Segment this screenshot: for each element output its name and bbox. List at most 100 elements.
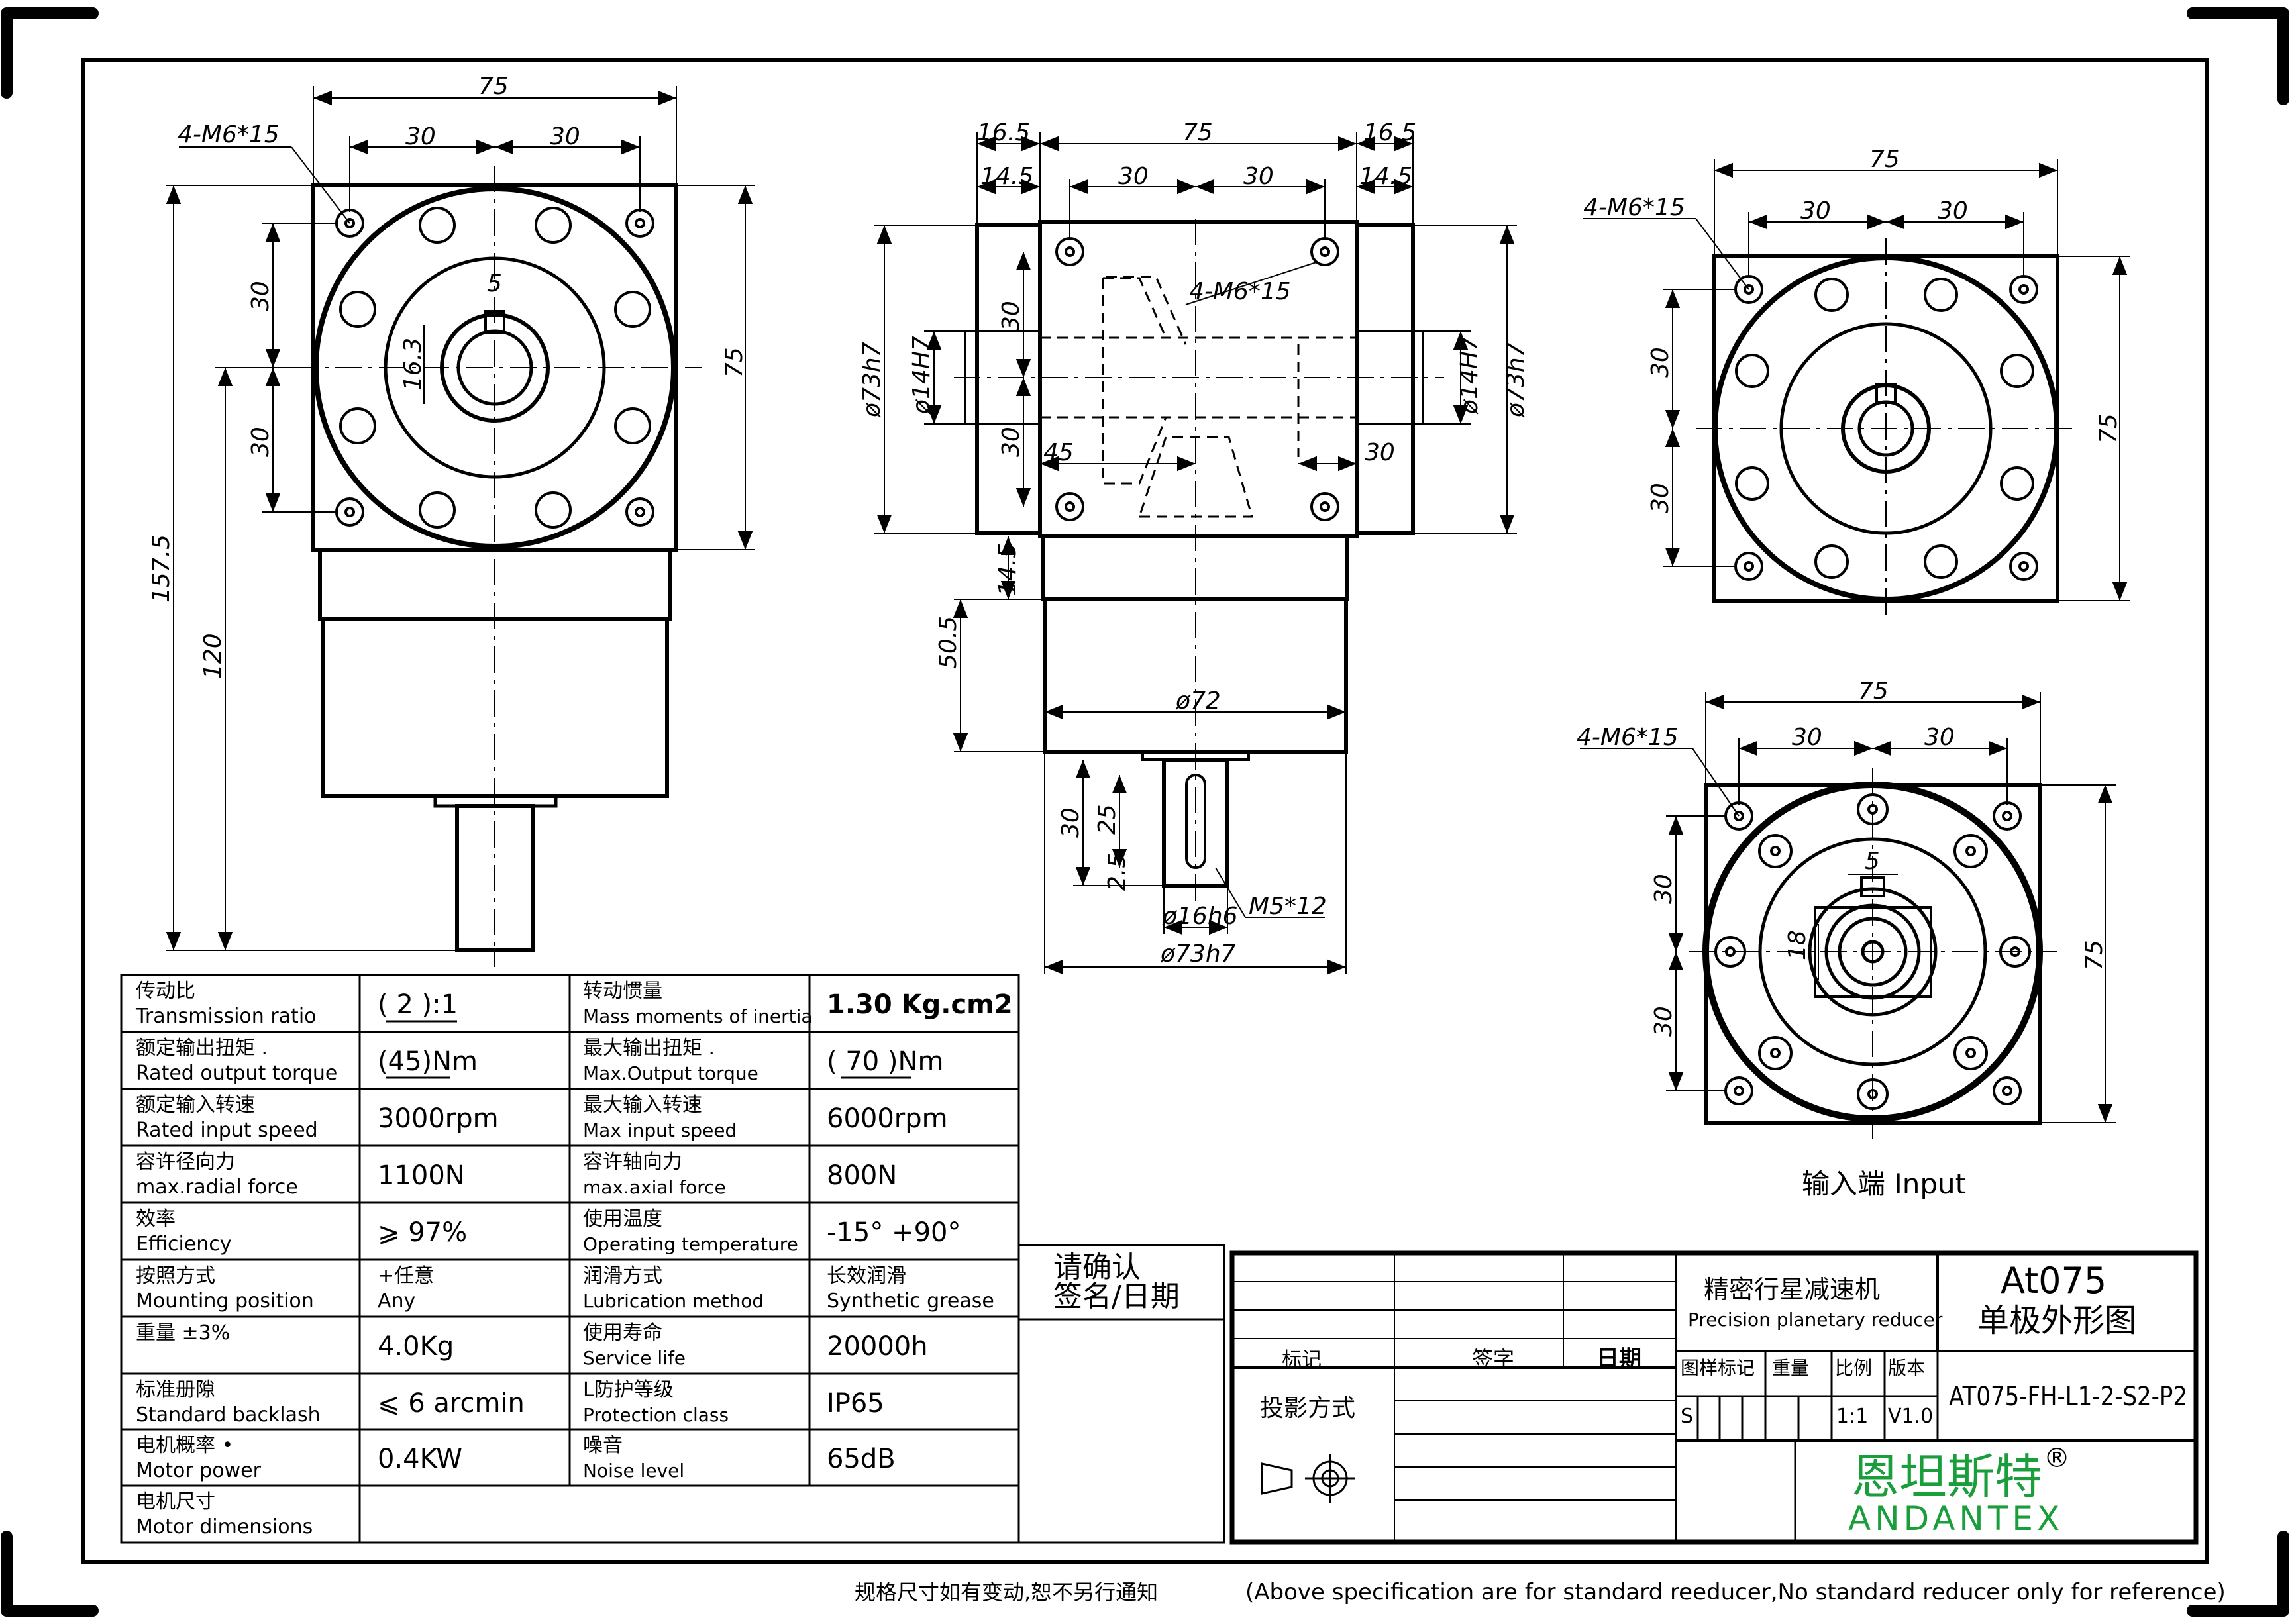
spec-cn-left: 额定输入转速 — [136, 1093, 255, 1117]
tb-col-date: 日期 — [1596, 1346, 1641, 1372]
projection-symbol — [1261, 1454, 1355, 1503]
center-view — [874, 132, 1517, 975]
dim-rb-bolt-r: 30 — [1924, 724, 1955, 751]
spec-en-right: Lubrication method — [583, 1290, 764, 1312]
dim-left-key-depth: 16.3 — [399, 338, 427, 391]
dim-left-key-width: 5 — [487, 270, 502, 297]
frame-corners — [1, 7, 2289, 1617]
spec-en-right: Max.Output torque — [583, 1062, 758, 1084]
dim-center-shaft25b: 2.5 — [1104, 853, 1131, 891]
dim-center-h45: 45 — [1043, 439, 1074, 466]
dim-left-bolt-r: 30 — [550, 123, 580, 150]
dim-center-dia-right: ø73h7 — [1502, 342, 1530, 418]
dim-center-flange-dia: ø73h7 — [1160, 940, 1236, 968]
confirm-line2: 签名/日期 — [1053, 1280, 1180, 1313]
right-bottom-view — [1580, 692, 2116, 1139]
spec-cn-left: 效率 — [136, 1207, 176, 1231]
tb-h-scale: 比例 — [1835, 1357, 1872, 1379]
dim-left-vert-top: 30 — [247, 281, 274, 311]
spec-cn-right: 使用寿命 — [583, 1321, 662, 1345]
dim-left-bolt-label: 4-M6*15 — [178, 121, 280, 148]
dim-rb-v30-bot: 30 — [1650, 1006, 1677, 1037]
spec-en-left: Motor dimensions — [136, 1515, 313, 1539]
spec-value-right: -15° +90° — [827, 1217, 961, 1248]
spec-cn-right: L防护等级 — [583, 1378, 674, 1401]
dim-rt-v30-top: 30 — [1647, 347, 1674, 378]
dim-center-shaft30: 30 — [1057, 807, 1084, 838]
caption-input: 输入端 Input — [1802, 1168, 1966, 1200]
spec-en-left: Standard backlash — [136, 1403, 321, 1427]
tb-brand-cn: 恩坦斯特 — [1851, 1449, 2042, 1505]
spec-value-left: 0.4KW — [378, 1444, 462, 1474]
dim-center-sub-r: 14.5 — [1359, 163, 1412, 190]
tb-product-cn: 精密行星减速机 — [1704, 1275, 1880, 1304]
dim-center-thread: M5*12 — [1249, 893, 1327, 920]
footer-cn: 规格尺寸如有变动,恕不另行通知 — [855, 1580, 1158, 1605]
spec-cn-left: 按照方式 — [136, 1264, 215, 1288]
spec-cn-left: 标准册隙 — [136, 1378, 215, 1401]
tb-version-val: V1.0 — [1888, 1405, 1933, 1428]
spec-cn-right: 使用温度 — [583, 1207, 662, 1231]
dim-rb-v30-top: 30 — [1650, 874, 1677, 904]
spec-cn-left: 传动比 — [136, 980, 195, 1003]
dim-center-body-dia: ø72 — [1175, 687, 1221, 715]
dim-center-h30: 30 — [1365, 439, 1395, 466]
right-top-view — [1583, 159, 2130, 619]
spec-value-right: 65dB — [827, 1444, 896, 1474]
confirm-box: 请确认 签名/日期 — [1017, 1244, 1225, 1544]
spec-value-right: 20000h — [827, 1331, 928, 1362]
dim-rt-v30-bot: 30 — [1647, 483, 1674, 513]
tb-col-sign: 签字 — [1472, 1346, 1514, 1372]
dim-rb-bolt-label: 4-M6*15 — [1577, 724, 1679, 751]
spec-en-right: max.axial force — [583, 1176, 726, 1198]
dim-rb-bolt-l: 30 — [1792, 724, 1822, 751]
spec-cn-left: 容许径向力 — [136, 1150, 235, 1174]
dim-rb-width: 75 — [1858, 678, 1889, 705]
dim-center-bolt-l: 30 — [1118, 163, 1149, 190]
tb-view-name: 单极外形图 — [1977, 1302, 2136, 1339]
spec-cn-left: 电机概率 • — [136, 1434, 233, 1457]
dim-center-ext-l: 16.5 — [977, 119, 1030, 146]
spec-en-left: Mounting position — [136, 1290, 314, 1313]
dim-center-ext-r: 16.5 — [1363, 119, 1416, 146]
spec-value-right: 800N — [827, 1160, 897, 1191]
footer-note: 规格尺寸如有变动,恕不另行通知 (Above specification are… — [855, 1579, 2226, 1605]
spec-cn-left: 重量 ±3% — [136, 1321, 230, 1345]
spec-cn-left: 电机尺寸 — [136, 1490, 215, 1513]
dim-center-shaft25: 25 — [1094, 804, 1121, 835]
spec-en-right: Max input speed — [583, 1119, 737, 1141]
drawing-border — [81, 58, 2209, 1564]
dim-rb-height: 75 — [2081, 940, 2108, 970]
spec-value-right: 1.30 Kg.cm2 — [827, 990, 1013, 1020]
title-block — [1229, 1250, 2199, 1545]
tb-mark-val: S — [1681, 1405, 1693, 1428]
spec-value-left: (45)Nm — [378, 1046, 478, 1077]
left-view-dims: 75 30 30 4-M6*15 75 30 30 157.5 120 5 16… — [148, 73, 748, 679]
dim-left-bolt-l: 30 — [405, 123, 436, 150]
spec-en-right: Noise level — [583, 1460, 684, 1482]
dim-center-sub-l: 14.5 — [980, 163, 1033, 190]
spec-en-left: max.radial force — [136, 1176, 298, 1199]
spec-value-left: 1100N — [378, 1160, 465, 1191]
dim-center-dia-left: ø73h7 — [859, 342, 886, 418]
tb-h-mark: 图样标记 — [1681, 1357, 1755, 1379]
spec-en-right: Service life — [583, 1347, 686, 1369]
spec-cn-right: 容许轴向力 — [583, 1150, 682, 1174]
dim-rt-height: 75 — [2095, 413, 2122, 444]
spec-value-left: ⩽ 6 arcmin — [378, 1388, 525, 1419]
spec-en-left: Efficiency — [136, 1233, 232, 1256]
spec-en-left: Rated input speed — [136, 1119, 318, 1142]
dim-rt-bolt-r: 30 — [1938, 197, 1968, 225]
confirm-line1: 请确认 — [1053, 1250, 1141, 1284]
spec-en-left: Transmission ratio — [135, 1005, 317, 1028]
dim-center-hole-left: ø14H7 — [908, 336, 935, 415]
tb-h-weight: 重量 — [1772, 1357, 1809, 1379]
spec-cn-right: 最大输入转速 — [583, 1093, 702, 1117]
spec-value-left: 3000rpm — [378, 1103, 499, 1134]
spec-en-right: Protection class — [583, 1404, 729, 1426]
spec-value-left: ⩾ 97% — [378, 1217, 467, 1248]
dim-rt-bolt-label: 4-M6*15 — [1583, 194, 1685, 221]
